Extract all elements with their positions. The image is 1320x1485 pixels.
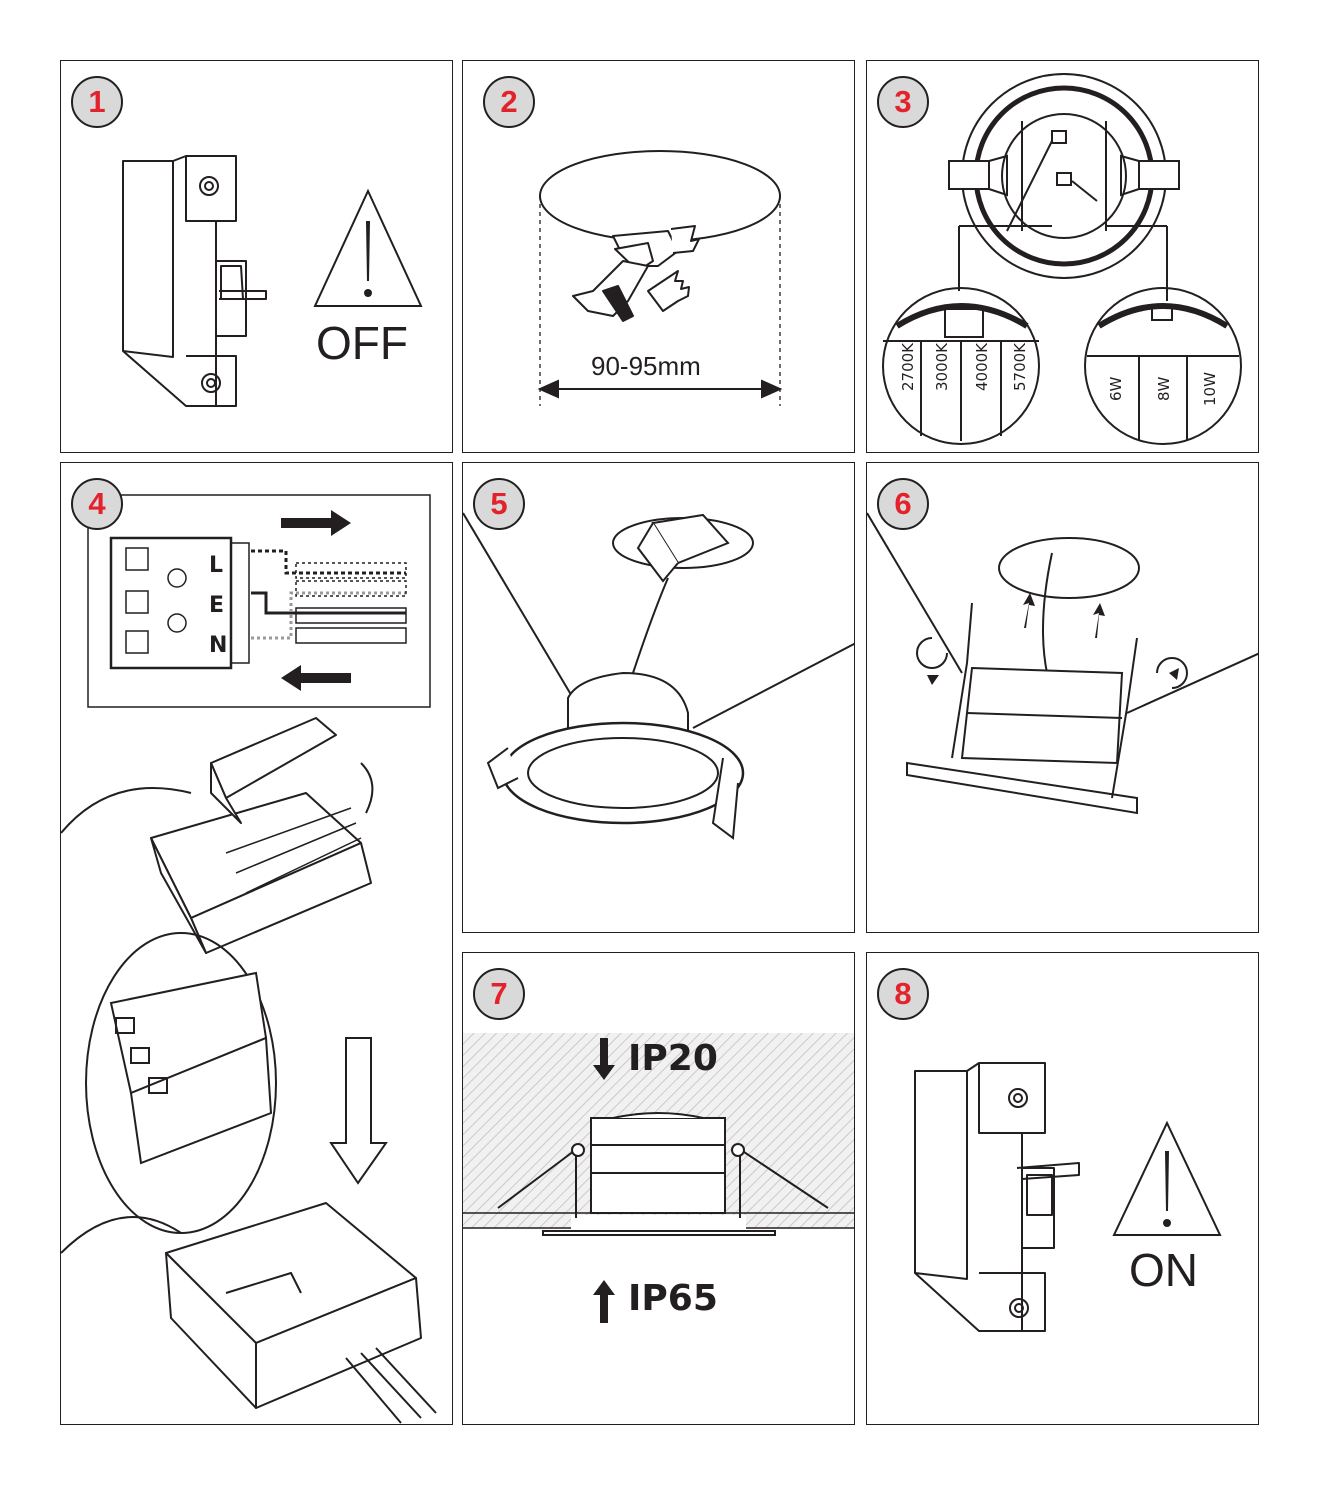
step-8-badge: 8 — [877, 968, 929, 1020]
cct-label-2700k: 2700K — [899, 342, 917, 391]
step-7-badge: 7 — [473, 968, 525, 1020]
step-2-panel: 2 90-95mm — [462, 60, 855, 453]
cct-power-switch-illustration — [882, 73, 1242, 445]
step-7-panel: 7 IP20 IP65 — [462, 952, 855, 1425]
cct-label-5700k: 5700K — [1011, 342, 1029, 391]
terminal-letter-l: L — [209, 553, 224, 578]
upward-arrows — [927, 593, 1179, 685]
on-caption: ON — [1129, 1244, 1198, 1296]
spring-clip-insert-illustration — [867, 512, 1258, 815]
direction-arrows — [281, 510, 351, 691]
step-6-panel: 6 — [866, 462, 1259, 933]
step-6-badge: 6 — [877, 478, 929, 530]
circuit-breaker-on-illustration — [914, 1062, 1222, 1332]
step-4-badge: 4 — [71, 478, 123, 530]
ip-rating-illustration — [463, 1033, 854, 1323]
saw-icon — [572, 225, 700, 322]
ceiling-hole-cut-illustration — [537, 150, 783, 406]
power-label-8w: 8W — [1155, 376, 1173, 401]
down-arrow-icon — [329, 1037, 388, 1185]
step-2-badge: 2 — [483, 76, 535, 128]
power-label-6w: 6W — [1107, 376, 1125, 401]
warning-triangle-icon — [1112, 1120, 1222, 1236]
downlight-connect-illustration — [463, 512, 854, 840]
hole-size-caption: 90-95mm — [591, 351, 701, 381]
terminal-letter-n: N — [209, 633, 228, 658]
ip65-label: IP65 — [628, 1278, 718, 1319]
step-1-badge: 1 — [71, 76, 123, 128]
step-4-panel: 4 — [60, 462, 453, 1425]
power-label-10w: 10W — [1201, 372, 1219, 406]
off-caption: OFF — [316, 317, 408, 369]
step-3-badge: 3 — [877, 76, 929, 128]
ip20-label: IP20 — [628, 1038, 718, 1079]
dimension-arrow — [537, 379, 783, 399]
cct-label-3000k: 3000K — [933, 342, 951, 391]
step-3-panel: 3 — [866, 60, 1259, 453]
ip-arrows — [593, 1038, 615, 1323]
step-8-panel: 8 ON — [866, 952, 1259, 1425]
warning-triangle-icon — [313, 188, 423, 307]
circuit-breaker-off-illustration — [122, 155, 423, 407]
wiring-terminal-illustration — [61, 494, 437, 1424]
terminal-letter-e: E — [209, 593, 225, 618]
cct-label-4000k: 4000K — [973, 342, 991, 391]
step-5-panel: 5 — [462, 462, 855, 933]
step-1-panel: 1 OFF — [60, 60, 453, 453]
step-5-badge: 5 — [473, 478, 525, 530]
